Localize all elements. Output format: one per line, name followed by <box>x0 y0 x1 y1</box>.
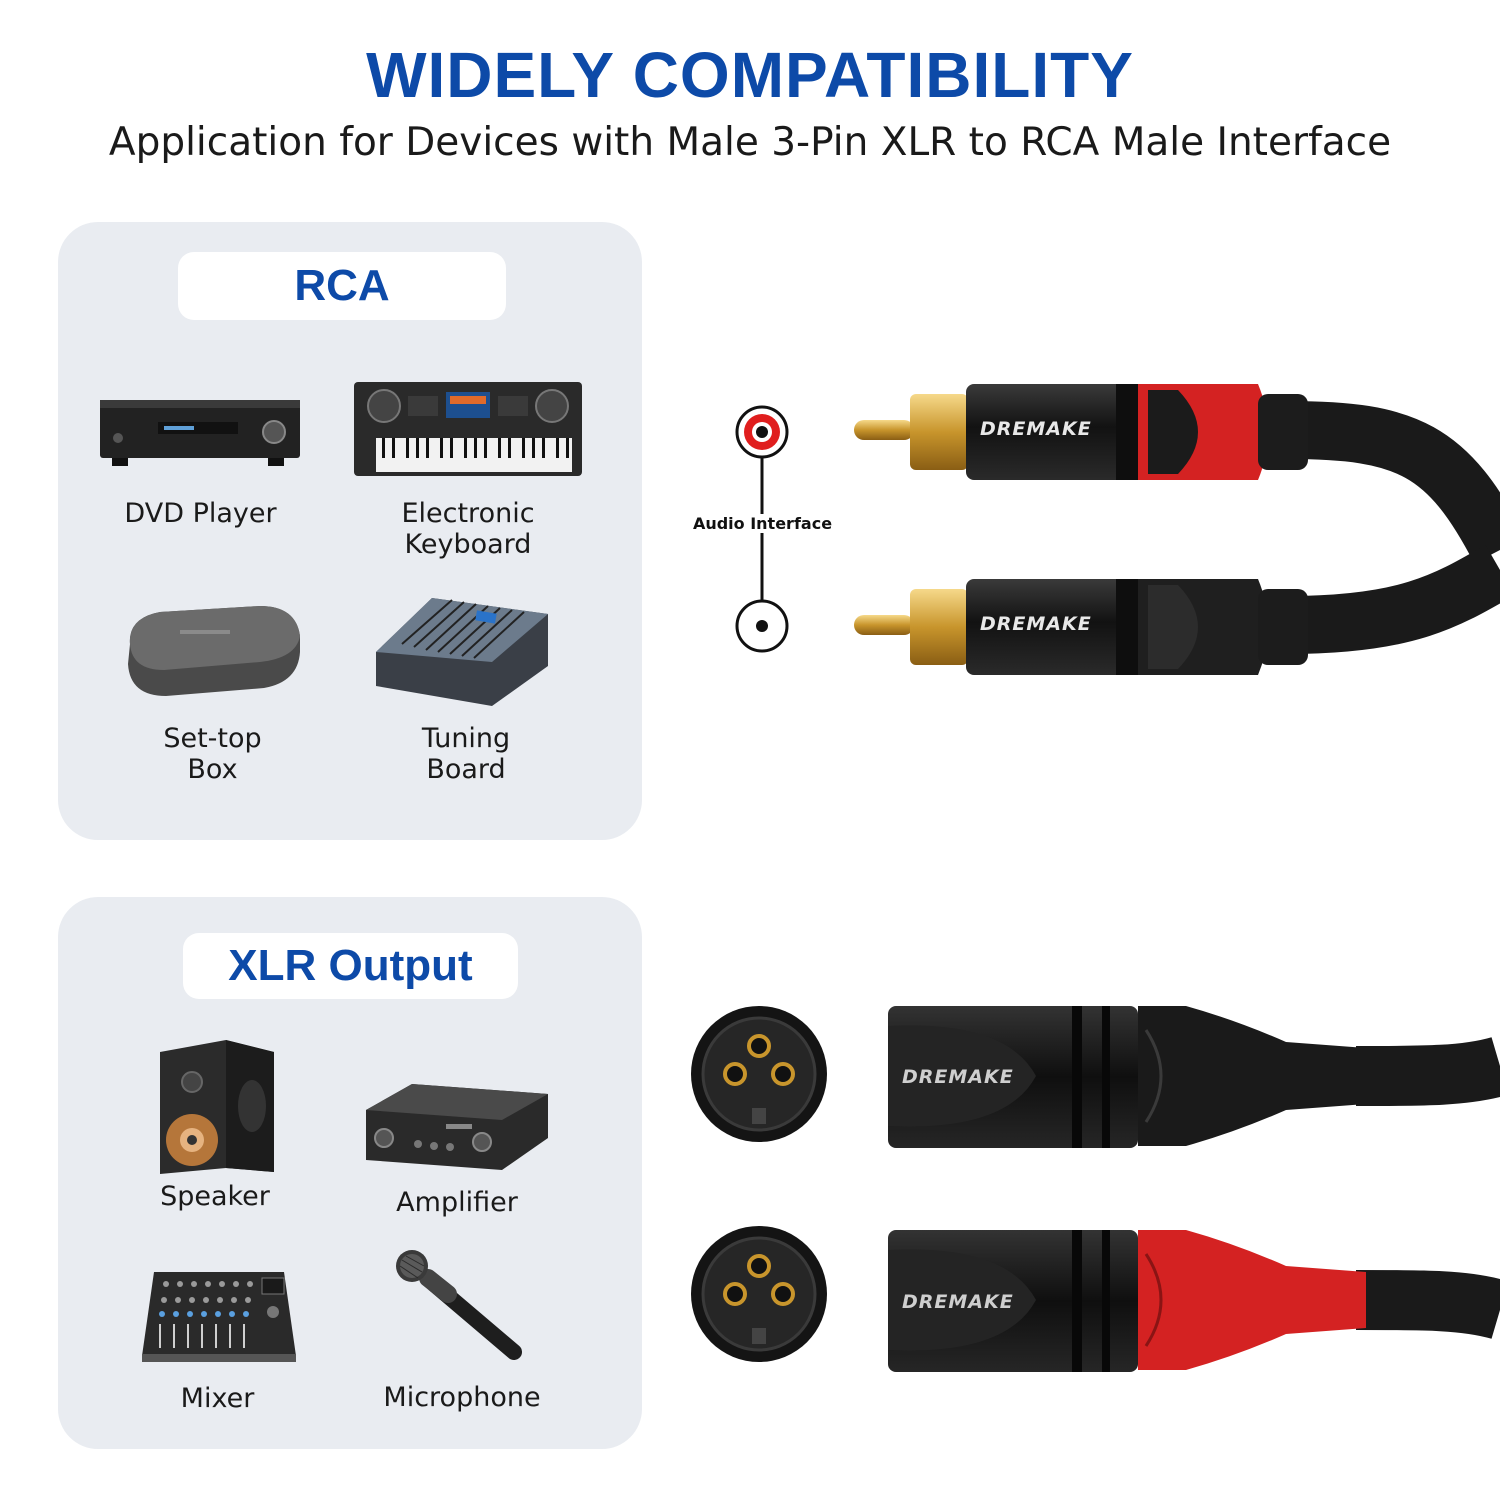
xlr-plugs <box>888 1006 1500 1372</box>
brand-logo-xlr-top: DREMAKE <box>902 1066 1014 1088</box>
rca-device-label-keyboard: Electronic Keyboard <box>401 498 535 560</box>
speaker-icon <box>160 1040 274 1174</box>
rca-heading: RCA <box>178 252 506 320</box>
rca-panel <box>58 222 642 840</box>
set-top-box-icon <box>128 606 300 696</box>
keyboard-icon <box>354 382 582 476</box>
xlr-female-faces <box>691 1006 827 1362</box>
xlr-device-label-speaker: Speaker <box>160 1181 270 1212</box>
rca-device-label-dvd: DVD Player <box>124 498 277 529</box>
xlr-device-label-microphone: Microphone <box>383 1382 541 1413</box>
page-title: WIDELY COMPATIBILITY <box>366 39 1134 111</box>
xlr-heading: XLR Output <box>183 933 518 999</box>
audio-interface-label: Audio Interface <box>680 514 845 533</box>
xlr-device-label-amplifier: Amplifier <box>396 1187 518 1218</box>
xlr-device-label-mixer: Mixer <box>180 1383 255 1414</box>
brand-logo-rca-bottom: DREMAKE <box>980 613 1092 635</box>
microphone-icon <box>396 1250 522 1360</box>
rca-device-label-tuning: Tuning Board <box>421 723 511 785</box>
amplifier-icon <box>366 1084 548 1170</box>
rca-device-label-settop: Set-top Box <box>163 723 262 785</box>
brand-logo-rca-top: DREMAKE <box>980 418 1092 440</box>
page-subtitle: Application for Devices with Male 3-Pin … <box>108 120 1392 165</box>
mixer-icon <box>142 1272 296 1362</box>
rca-plugs <box>854 384 1500 675</box>
dvd-player-icon <box>100 400 300 466</box>
tuning-board-icon <box>376 598 548 706</box>
brand-logo-xlr-bottom: DREMAKE <box>902 1291 1014 1313</box>
